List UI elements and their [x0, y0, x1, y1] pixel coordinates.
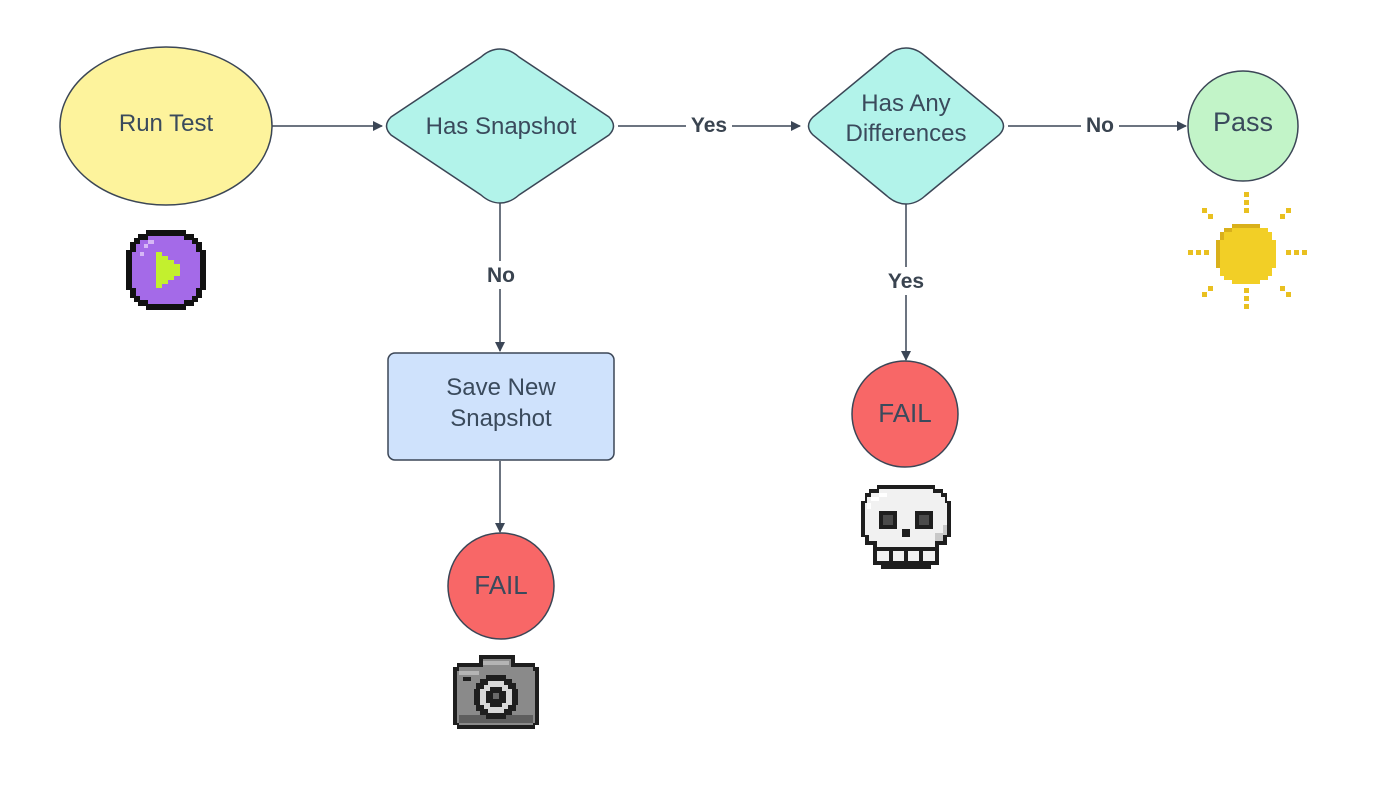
node-fail-snapshot: FAIL: [447, 532, 555, 640]
pass-circle: [1187, 70, 1299, 182]
skull-icon: [861, 485, 951, 569]
camera-icon: [453, 655, 539, 729]
node-has-differences: Has Any Differences: [807, 47, 1005, 205]
has-differences-label-line2: Differences: [846, 120, 967, 147]
has-snapshot-label: Has Snapshot: [426, 113, 577, 140]
edge-label-snapshot-yes: Yes: [691, 114, 727, 137]
fail-snapshot-label: FAIL: [474, 570, 527, 600]
fail-differences-circle: [851, 360, 959, 468]
edges: [272, 121, 1187, 533]
edge-label-differences-no: No: [1086, 114, 1114, 137]
node-pass: Pass: [1187, 70, 1299, 182]
play-icon: [126, 230, 206, 310]
node-fail-differences: FAIL: [851, 360, 959, 468]
save-snapshot-label-line1: Save New: [446, 374, 556, 401]
save-snapshot-label-line2: Snapshot: [450, 405, 552, 432]
run-test-label: Run Test: [119, 110, 214, 137]
fail-snapshot-circle: [447, 532, 555, 640]
pass-label: Pass: [1213, 107, 1273, 137]
node-has-snapshot: Has Snapshot: [385, 48, 615, 204]
run-test-ellipse: [59, 46, 273, 206]
edge-labels: Yes No No Yes: [482, 113, 1119, 295]
save-snapshot-box: [387, 352, 615, 461]
node-run-test: Run Test: [59, 46, 273, 206]
node-save-snapshot: Save New Snapshot: [387, 352, 615, 461]
edge-label-differences-yes: Yes: [888, 270, 924, 293]
has-snapshot-diamond: [385, 48, 615, 204]
has-differences-diamond: [807, 47, 1005, 205]
edge-label-snapshot-no: No: [487, 264, 515, 287]
has-differences-label-line1: Has Any: [861, 90, 950, 117]
sun-icon: [1188, 192, 1307, 309]
fail-differences-label: FAIL: [878, 398, 931, 428]
